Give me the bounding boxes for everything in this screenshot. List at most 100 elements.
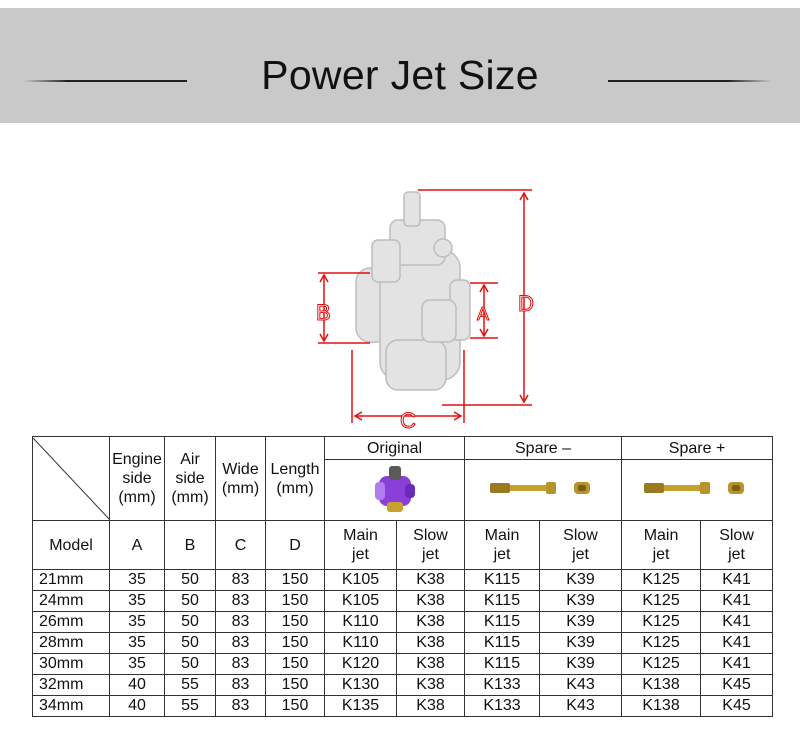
model-cell: 30mm (32, 653, 110, 675)
table-cell: 150 (265, 611, 325, 633)
table-cell: K135 (324, 695, 397, 717)
table-cell: 150 (265, 653, 325, 675)
group-spare-minus: Spare – (464, 436, 623, 460)
title-rule-right (608, 80, 772, 82)
table-cell: 83 (215, 590, 266, 612)
table-cell: 35 (109, 611, 165, 633)
table-cell: K43 (539, 674, 623, 696)
table-cell: K41 (700, 632, 774, 654)
table-cell: 150 (265, 569, 325, 591)
model-cell: 26mm (32, 611, 110, 633)
label-b: B (316, 300, 331, 325)
table-cell: K38 (395, 590, 466, 612)
table-cell: 83 (215, 653, 266, 675)
table-cell: K43 (539, 695, 623, 717)
diagonal-corner-cell (32, 436, 110, 521)
table-cell: K115 (464, 611, 541, 633)
table-cell: 83 (215, 674, 266, 696)
header-wide: Wide(mm) (215, 436, 266, 521)
brass-jets-image (644, 481, 745, 494)
table-cell: 150 (265, 695, 325, 717)
table-cell: K110 (324, 632, 397, 654)
spare-minus-jets-thumb (464, 459, 623, 521)
table-cell: K138 (621, 674, 702, 696)
table-cell: K115 (464, 653, 541, 675)
title-rule-left (23, 80, 187, 82)
table-cell: K125 (621, 611, 702, 633)
model-cell: 24mm (32, 590, 110, 612)
table-cell: 50 (164, 611, 216, 633)
param-model: Model (32, 520, 110, 570)
table-cell: K125 (621, 569, 702, 591)
table-cell: K38 (395, 611, 466, 633)
table-cell: 83 (215, 611, 266, 633)
model-cell: 34mm (32, 695, 110, 717)
param-b: B (164, 520, 216, 570)
table-cell: 50 (164, 653, 216, 675)
table-cell: 83 (215, 632, 266, 654)
table-cell: K125 (621, 632, 702, 654)
table-cell: 35 (109, 653, 165, 675)
param-c: C (215, 520, 266, 570)
label-c: C (400, 408, 416, 432)
table-cell: K138 (621, 695, 702, 717)
model-cell: 28mm (32, 632, 110, 654)
table-cell: K38 (395, 569, 466, 591)
brass-jets-image (490, 481, 591, 494)
table-cell: K115 (464, 590, 541, 612)
model-cell: 21mm (32, 569, 110, 591)
table-cell: K125 (621, 590, 702, 612)
table-cell: 83 (215, 695, 266, 717)
header-length: Length(mm) (265, 436, 325, 521)
table-cell: 150 (265, 632, 325, 654)
table-cell: K39 (539, 632, 623, 654)
table-cell: 35 (109, 590, 165, 612)
dimension-lines (318, 189, 532, 423)
purple-carburetor-image (374, 465, 415, 512)
table-cell: K45 (700, 674, 774, 696)
table-cell: K105 (324, 590, 397, 612)
label-a: A (477, 304, 489, 324)
carburetor-illustration (355, 191, 471, 391)
table-cell: 55 (164, 695, 216, 717)
carburetor-dimension-diagram: B A D C (316, 189, 534, 432)
title-banner: Power Jet Size (0, 8, 800, 123)
table-cell: K39 (539, 653, 623, 675)
table-cell: K38 (395, 695, 466, 717)
table-cell: K39 (539, 611, 623, 633)
group-spare-plus: Spare + (621, 436, 774, 460)
table-cell: K41 (700, 611, 774, 633)
table-cell: 50 (164, 632, 216, 654)
table-cell: 150 (265, 674, 325, 696)
table-cell: K115 (464, 632, 541, 654)
table-cell: 35 (109, 632, 165, 654)
original-carburetor-thumb (323, 459, 466, 521)
table-cell: 50 (164, 569, 216, 591)
table-cell: K120 (324, 653, 397, 675)
table-cell: K41 (700, 653, 774, 675)
table-cell: K105 (324, 569, 397, 591)
param-a: A (109, 520, 165, 570)
table-cell: K39 (539, 590, 623, 612)
table-cell: K130 (324, 674, 397, 696)
table-cell: K133 (464, 695, 541, 717)
table-cell: K41 (700, 590, 774, 612)
table-cell: K38 (395, 674, 466, 696)
model-cell: 32mm (32, 674, 110, 696)
table-cell: K41 (700, 569, 774, 591)
